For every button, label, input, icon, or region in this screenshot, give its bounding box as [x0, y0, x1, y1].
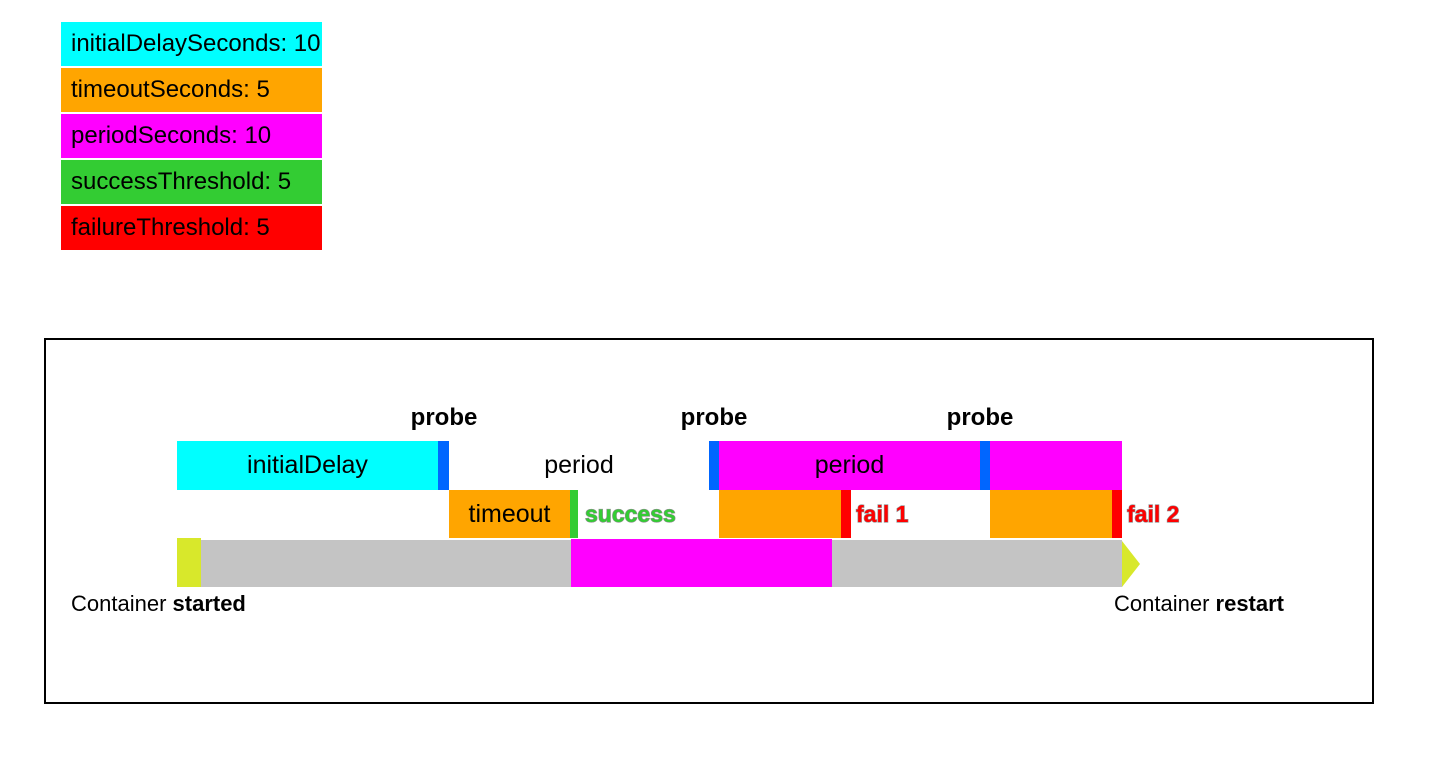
legend-item-period-seconds: periodSeconds: 10 [61, 114, 322, 158]
container-restart-bold: restart [1215, 591, 1284, 616]
fail-2-label: fail 2 [1126, 500, 1180, 527]
success-tick [570, 490, 578, 538]
fail-tick-2 [1112, 490, 1122, 538]
probe-settings-legend: initialDelaySeconds: 10 timeoutSeconds: … [61, 22, 322, 252]
timeout-bar-2 [719, 490, 841, 538]
container-started-caption: Container started [71, 591, 246, 617]
timeout-bar-3 [990, 490, 1112, 538]
container-restart-arrow-icon [1122, 541, 1140, 587]
period-bar-1: period [719, 441, 980, 490]
legend-item-timeout-seconds: timeoutSeconds: 5 [61, 68, 322, 112]
period-bar-2 [990, 441, 1122, 490]
container-restart-caption: Container restart [1114, 591, 1284, 617]
fail-1-label: fail 1 [855, 500, 909, 527]
container-started-prefix: Container [71, 591, 167, 616]
lifecycle-period-segment [571, 539, 832, 587]
legend-item-initial-delay-seconds: initialDelaySeconds: 10 [61, 22, 322, 66]
legend-item-failure-threshold: failureThreshold: 5 [61, 206, 322, 250]
probe-tick-2 [709, 441, 719, 490]
fail-tick-1 [841, 490, 851, 538]
probe-timeline-diagram-frame [44, 338, 1374, 704]
probe-label-3: probe [946, 404, 1014, 431]
timeout-bar-1: timeout [449, 490, 570, 538]
probe-tick-3 [980, 441, 990, 490]
container-start-marker [177, 538, 201, 587]
success-label: success [584, 500, 676, 527]
legend-item-success-threshold: successThreshold: 5 [61, 160, 322, 204]
container-started-bold: started [172, 591, 246, 616]
container-restart-prefix: Container [1114, 591, 1210, 616]
probe-tick-1 [438, 441, 449, 490]
probe-label-2: probe [680, 404, 748, 431]
probe-label-1: probe [410, 404, 478, 431]
period-gap-label: period [544, 451, 614, 479]
initial-delay-bar: initialDelay [177, 441, 438, 490]
